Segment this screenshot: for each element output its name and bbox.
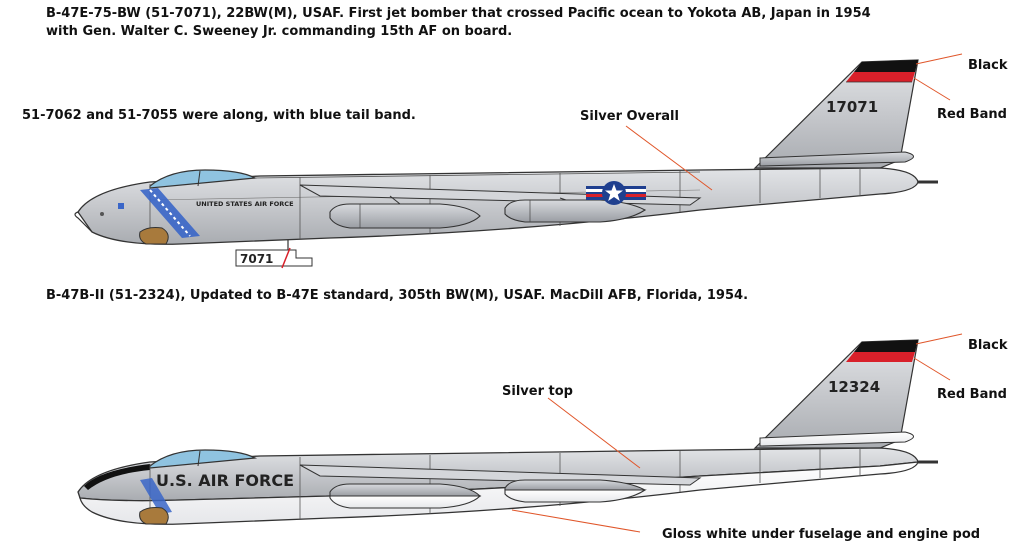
callout-red-band-1: Red Band <box>937 107 1007 122</box>
tail-number-2: 12324 <box>828 378 880 396</box>
tail-tip-black-2 <box>854 340 918 352</box>
caption-aircraft2: B-47B-II (51-2324), Updated to B-47E sta… <box>46 288 749 303</box>
buzz-number-plate <box>235 249 313 267</box>
tail-band-red-1 <box>846 72 915 82</box>
nose-marking-1: UNITED STATES AIR FORCE <box>196 200 294 208</box>
aircraft2-profile: 12324 U.S. AIR FORCE <box>77 333 963 533</box>
buzz-number: 7071 <box>240 252 273 266</box>
note-sister-aircraft: 51-7062 and 51-7055 were along, with blu… <box>22 108 416 123</box>
callout-silver-top: Silver top <box>502 384 573 399</box>
aircraft1-profile: 17071 UNITED STATES AIR FORCE 7071 <box>74 53 963 269</box>
engine-pod-inner-1 <box>329 203 481 229</box>
callout-gloss-white: Gloss white under fuselage and engine po… <box>662 527 981 542</box>
caption-aircraft1-line1: B-47E-75-BW (51-7071), 22BW(M), USAF. Fi… <box>46 6 871 21</box>
tail-band-red-2 <box>846 352 915 362</box>
nose-marking-2: U.S. AIR FORCE <box>156 471 294 490</box>
engine-pod-inner-2 <box>329 483 482 509</box>
engine-pod-outer-1 <box>504 199 647 223</box>
canopy-1 <box>149 169 258 189</box>
national-insignia-1 <box>586 181 646 205</box>
canopy-2 <box>149 449 258 469</box>
engine-pod-outer-2 <box>504 479 647 503</box>
callout-black-2: Black <box>968 338 1008 353</box>
callout-silver-overall: Silver Overall <box>580 109 679 124</box>
callout-red-band-2: Red Band <box>937 387 1007 402</box>
tail-tip-black-1 <box>854 60 918 72</box>
tail-number-1: 17071 <box>826 98 878 116</box>
callout-black-1: Black <box>968 58 1008 73</box>
caption-aircraft1-line2: with Gen. Walter C. Sweeney Jr. commandi… <box>46 24 513 39</box>
